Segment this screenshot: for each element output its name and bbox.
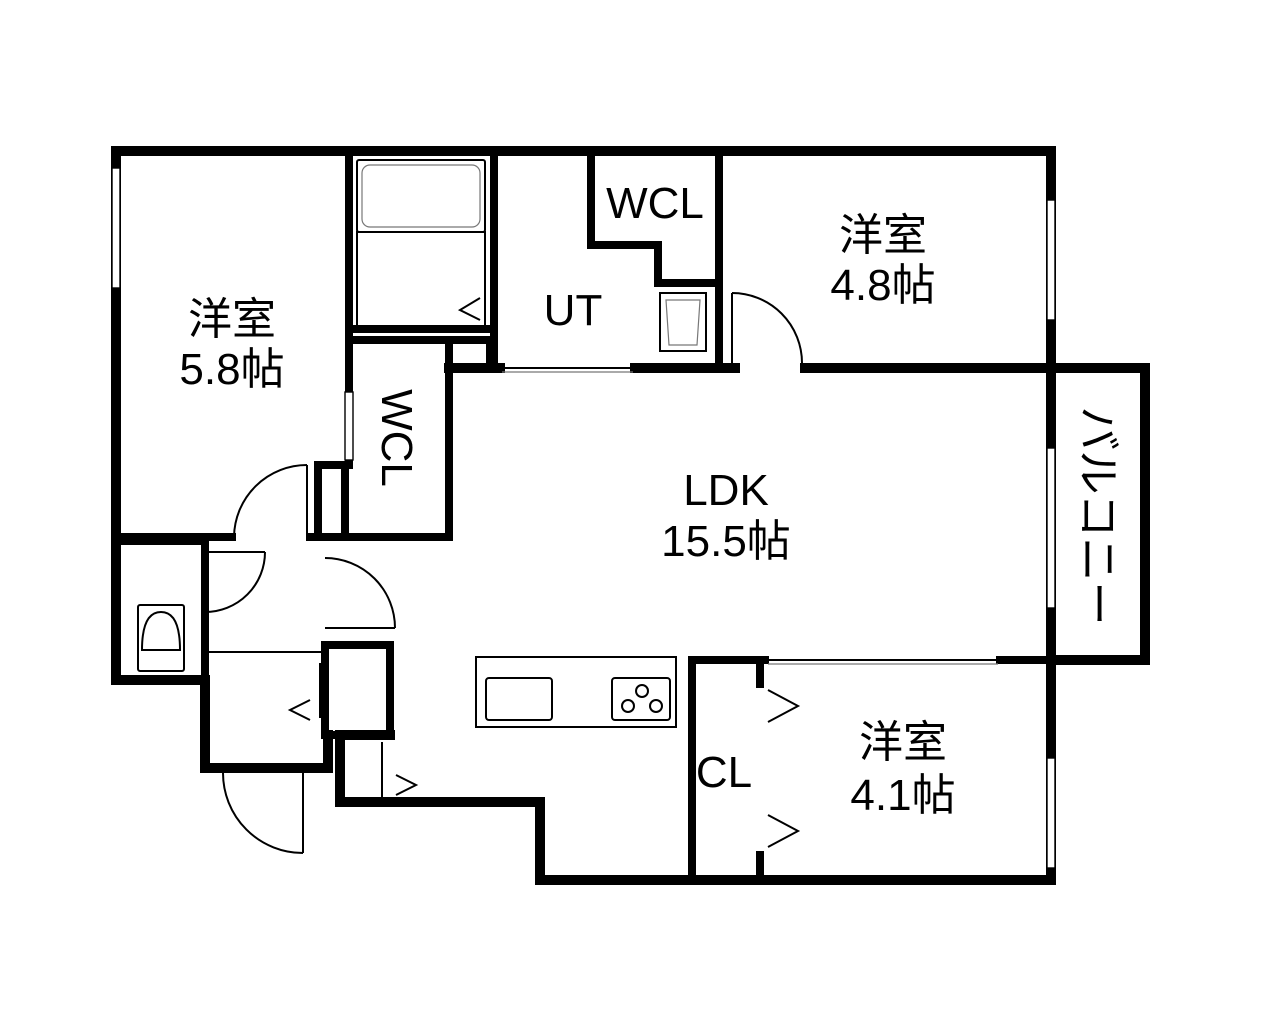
bedroom-b-size: 4.8帖	[830, 261, 935, 310]
stove	[611, 677, 671, 721]
balcony-label: バルコニー	[1073, 406, 1122, 625]
closet-label: CL	[696, 748, 752, 797]
kitchen-counter	[475, 656, 677, 728]
bathtub	[356, 159, 486, 233]
ldk-name: LDK	[683, 466, 769, 515]
doors	[204, 292, 803, 854]
wcl-top-label: WCL	[606, 179, 704, 228]
bedroom-b-name: 洋室	[839, 211, 927, 260]
fixtures	[137, 159, 707, 768]
bedroom-a-name: 洋室	[188, 295, 276, 344]
bedroom-a-size: 5.8帖	[179, 345, 284, 394]
ldk-size: 15.5帖	[661, 517, 791, 566]
bedroom-c-name: 洋室	[859, 718, 947, 767]
bedroom-c-size: 4.1帖	[850, 771, 955, 820]
toilet	[137, 604, 185, 672]
sink	[485, 677, 553, 721]
utility-label: UT	[544, 286, 603, 335]
room-labels: 洋室 5.8帖 洋室 4.8帖 洋室 4.1帖 LDK 15.5帖 UT WCL…	[179, 179, 1122, 820]
bath-floor	[356, 231, 486, 327]
washbasin	[659, 292, 707, 352]
windows	[111, 167, 1056, 869]
wcl-middle-label: WCL	[372, 389, 421, 487]
walls	[111, 146, 1150, 885]
